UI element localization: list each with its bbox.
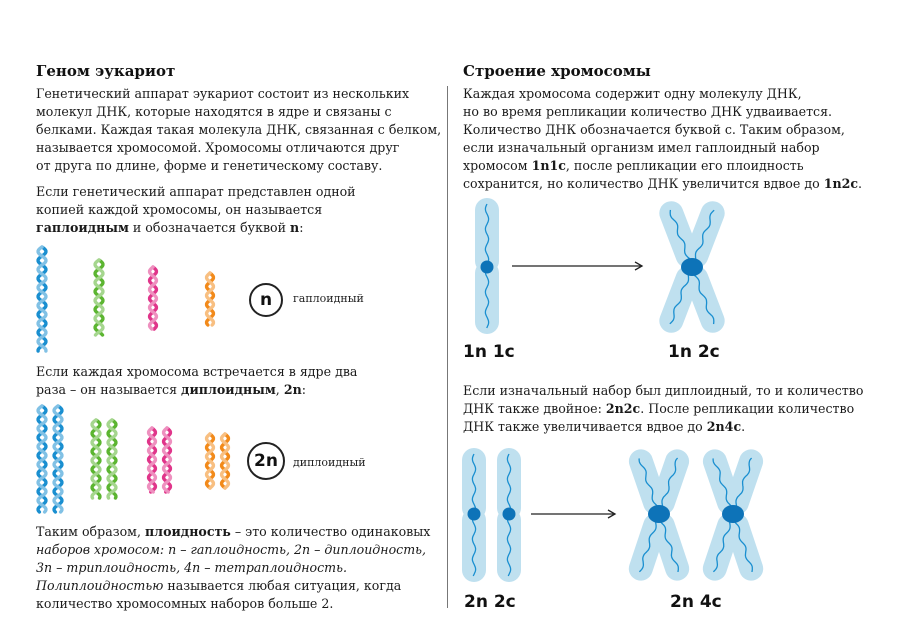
haploid-badge: n <box>249 283 283 317</box>
dna-strand <box>658 457 679 515</box>
right-title: Строение хромосомы <box>463 62 651 80</box>
chromatid-arm <box>684 266 725 333</box>
label-1n1c: 1n 1c <box>463 342 515 362</box>
chromatid-arm <box>724 513 764 581</box>
haploid-caption: гаплоидный <box>293 292 364 305</box>
right-paragraph-1: Каждая хромосома содержит одну молекулу … <box>463 86 863 191</box>
chromosome-pink-1 <box>146 426 158 494</box>
chromosome-pink-2 <box>161 426 173 494</box>
chromosome-green-2 <box>106 418 118 500</box>
dna-strand <box>732 457 753 515</box>
arrow-head <box>607 509 617 519</box>
chromatid-arm <box>650 513 690 581</box>
diploid-badge: 2n <box>247 442 285 480</box>
chromosome-green-1 <box>90 418 102 500</box>
dna-strand <box>484 266 490 329</box>
replication-diploid-diagram <box>462 448 764 582</box>
chromatid-arm <box>684 201 725 268</box>
diploid-chromosomes-illustration <box>36 404 231 514</box>
chromosome-orange <box>204 271 216 327</box>
dna-strand <box>691 209 715 268</box>
replication-haploid-diagram <box>475 198 725 334</box>
diploid-caption: диплоидный <box>293 456 366 469</box>
chromatid-arm <box>724 449 764 515</box>
dna-strand <box>471 513 477 577</box>
dna-strand <box>658 513 679 573</box>
dna-strand <box>638 458 660 515</box>
centromere <box>648 505 670 523</box>
left-paragraph-4: Таким образом, плоидность – это количест… <box>36 524 431 611</box>
dna-strand <box>506 453 512 515</box>
right-paragraph-2: Если изначальный набор был диплоидный, т… <box>463 383 864 434</box>
centromere <box>467 507 481 521</box>
dna-strand <box>691 266 715 325</box>
centromere <box>502 507 516 521</box>
dna-strand <box>669 266 693 325</box>
label-2n2c: 2n 2c <box>464 592 516 612</box>
centromere <box>480 260 494 274</box>
label-2n4c: 2n 4c <box>670 592 722 612</box>
dna-strand <box>712 458 734 515</box>
chromosome-blue-1 <box>36 404 48 514</box>
chromosome-green <box>93 258 105 337</box>
arrow-head <box>634 261 644 271</box>
column-divider <box>447 86 448 608</box>
chromosome-pink <box>147 265 159 331</box>
chromosome-blue <box>36 245 48 353</box>
dna-strand <box>484 203 490 268</box>
dna-strand <box>669 209 693 268</box>
left-paragraph-3: Если каждая хромосома встречается в ядре… <box>36 364 358 397</box>
dna-strand <box>712 513 734 573</box>
left-paragraph-2: Если генетический аппарат представлен од… <box>36 184 356 235</box>
left-paragraph-1: Генетический аппарат эукариот состоит из… <box>36 86 442 173</box>
dna-strand <box>732 513 753 573</box>
dna-strand <box>506 513 512 577</box>
chromosome-blue-2 <box>52 404 64 514</box>
dna-strand <box>638 513 660 573</box>
dna-strand <box>471 453 477 515</box>
chromosome-orange-2 <box>219 432 231 490</box>
left-title: Геном эукариот <box>36 62 176 80</box>
centromere <box>722 505 744 523</box>
chromosome-orange-1 <box>204 432 216 490</box>
chromatid-arm <box>650 449 690 515</box>
centromere <box>681 258 703 276</box>
label-1n2c: 1n 2c <box>668 342 720 362</box>
haploid-chromosomes-illustration <box>36 245 216 353</box>
